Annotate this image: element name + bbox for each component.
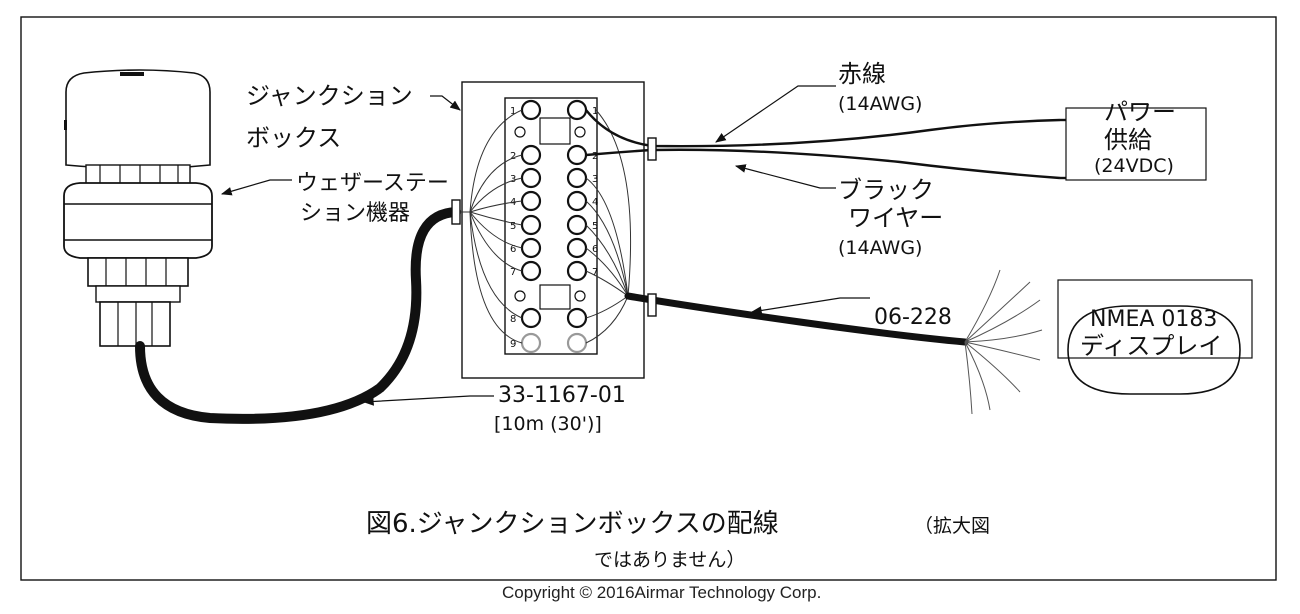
label-junction-box-2: ボックス (246, 124, 341, 152)
left-terminal-8: 8 (510, 314, 516, 325)
label-black-wire-gauge: (14AWG) (838, 237, 922, 259)
label-black-wire-1: ブラック (838, 176, 934, 204)
label-weather-station-2: ション機器 (300, 201, 410, 226)
figure-caption-note-2: ではありません） (594, 549, 745, 571)
black-wire-leader (734, 164, 836, 189)
label-cable-06-228: 06-228 (874, 305, 952, 330)
cable-06-228 (624, 292, 969, 346)
label-red-wire-gauge: (14AWG) (838, 93, 922, 115)
right-terminal-4: 4 (592, 197, 598, 208)
frayed-wire-ends (964, 269, 1043, 415)
cable-33-1167-01 (135, 207, 461, 424)
right-terminal-1: 1 (592, 106, 598, 117)
red-wire-leader (715, 85, 836, 143)
label-nmea-1: NMEA 0183 (1090, 307, 1217, 332)
weather-station-leader (220, 179, 292, 196)
left-terminal-9: 9 (510, 339, 516, 350)
left-conductors (460, 109, 523, 344)
copyright-notice: Copyright © 2016Airmar Technology Corp. (502, 583, 821, 602)
cable-33-leader (362, 395, 494, 406)
label-junction-box-1: ジャンクション (246, 82, 413, 110)
left-terminal-5: 5 (510, 221, 516, 232)
right-terminal-7: 7 (592, 267, 598, 278)
label-power-supply-1: パワー (1104, 98, 1176, 126)
figure-caption: 図6.ジャンクションボックスの配線 (366, 509, 779, 539)
left-terminal-6: 6 (510, 244, 516, 255)
diagram-frame (20, 16, 1277, 581)
right-terminal-5: 5 (592, 221, 598, 232)
label-cable-33-length: [10m (30')] (494, 413, 602, 435)
label-nmea-2: ディスプレイ (1080, 332, 1222, 360)
power-supply-box (1060, 107, 1207, 181)
right-terminal-2: 2 (592, 151, 598, 162)
junction-box-leader (430, 95, 461, 111)
nmea-display-box (1057, 279, 1253, 395)
right-conductors (585, 109, 632, 344)
label-red-wire: 赤線 (838, 60, 886, 88)
right-terminal-6: 6 (592, 244, 598, 255)
weather-station-device (63, 69, 213, 347)
label-cable-33-1167-01: 33-1167-01 (498, 383, 626, 408)
left-terminal-2: 2 (510, 151, 516, 162)
figure-caption-note-1: （拡大図 (914, 515, 990, 537)
red-wire (585, 109, 1061, 148)
junction-box: 1 2 3 4 5 6 7 8 9 1 2 3 4 5 6 7 (461, 81, 645, 379)
right-terminal-3: 3 (592, 174, 598, 185)
cable-06-leader (750, 297, 870, 315)
label-power-supply-voltage: (24VDC) (1094, 155, 1174, 177)
label-weather-station-1: ウェザーステー (296, 171, 449, 196)
label-black-wire-2: ワイヤー (848, 204, 943, 232)
left-terminal-3: 3 (510, 174, 516, 185)
label-power-supply-2: 供給 (1104, 126, 1152, 154)
left-terminal-1: 1 (510, 106, 516, 117)
black-wire (585, 148, 1061, 180)
left-terminal-7: 7 (510, 267, 516, 278)
